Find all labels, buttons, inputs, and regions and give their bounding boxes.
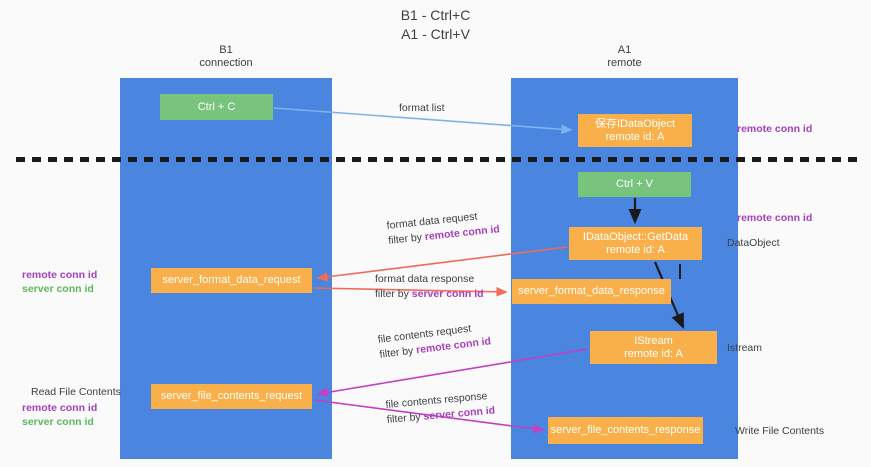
node-ctrl-c[interactable]: Ctrl + C [160, 94, 273, 120]
node-server-file-contents-response-label: server_file_contents_response [550, 424, 701, 436]
node-ctrl-c-label: Ctrl + C [197, 100, 236, 113]
title-line-2: A1 - Ctrl+V [401, 26, 470, 42]
annotation-left-conn-ids-2: remote conn id server conn id [22, 401, 97, 429]
edge-label-format-data-response: format data response filter by server co… [375, 272, 484, 302]
node-server-file-contents-request-label: server_file_contents_request [160, 390, 303, 402]
lane-header-a1-role: remote [607, 57, 642, 69]
annotation-left-remote-conn-id: remote conn id [22, 269, 98, 281]
annotation-left-read-file-contents: Read File Contents [31, 386, 121, 398]
lane-header-a1: A1 remote [521, 44, 728, 70]
edge-label-format-data-response-text: format data response [375, 273, 475, 285]
node-idataobject-getdata[interactable]: IDataObject::GetData remote id: A [569, 227, 702, 260]
edge-label-format-data-request: format data request filter by remote con… [386, 207, 501, 249]
node-istream[interactable]: IStream remote id: A [590, 331, 717, 364]
lane-header-b1: B1 connection [130, 44, 322, 70]
node-server-format-data-response-label: server_format_data_response [518, 285, 665, 297]
edge-label-format-list: format list [399, 101, 445, 116]
node-getdata-label: IDataObject::GetData [582, 230, 689, 243]
node-istream-sublabel: remote id: A [624, 347, 683, 360]
node-server-format-data-response[interactable]: server_format_data_response [512, 279, 671, 304]
annotation-right-remote-conn-id-top: remote conn id [737, 123, 813, 135]
node-server-format-data-request[interactable]: server_format_data_request [151, 268, 312, 293]
annotation-right-istream: Istream [727, 342, 763, 354]
filter-prefix: filter by [378, 344, 417, 361]
node-istream-label: IStream [634, 334, 673, 347]
annotation-left-remote-conn-id-2: remote conn id [22, 402, 98, 414]
edge-label-format-list-text: format list [399, 102, 445, 114]
phase-divider [16, 157, 859, 162]
title-line-1: B1 - Ctrl+C [400, 7, 471, 23]
filter-prefix: filter by [386, 410, 425, 426]
annotation-right-remote-conn-id-mid: remote conn id [737, 212, 813, 224]
annotation-left-conn-ids: remote conn id server conn id [22, 268, 97, 296]
lane-header-b1-name: B1 [219, 44, 233, 56]
node-ctrl-v[interactable]: Ctrl + V [578, 172, 691, 197]
node-server-format-data-request-label: server_format_data_request [162, 274, 301, 286]
node-ctrl-v-label: Ctrl + V [616, 178, 653, 190]
edge-label-format-data-response-filter: filter by server conn id [375, 287, 484, 302]
node-getdata-sublabel: remote id: A [606, 243, 665, 256]
edge-label-file-contents-response: file contents response filter by server … [385, 389, 496, 428]
node-idataobject[interactable]: 保存IDataObject remote id: A [578, 114, 692, 147]
lane-header-b1-role: connection [199, 57, 253, 69]
annotation-right-dataobject: DataObject [727, 237, 780, 249]
filter-prefix: filter by [387, 231, 426, 247]
annotation-left-server-conn-id: server conn id [22, 283, 94, 295]
filter-prefix: filter by [375, 288, 412, 300]
node-server-file-contents-response[interactable]: server_file_contents_response [548, 417, 703, 444]
diagram-title: B1 - Ctrl+C A1 - Ctrl+V [0, 6, 871, 44]
node-idataobject-sublabel: remote id: A [605, 130, 665, 143]
node-idataobject-label: 保存IDataObject [594, 117, 676, 130]
edge-label-file-contents-request: file contents request filter by remote c… [377, 319, 492, 362]
filter-id: server conn id [411, 288, 484, 300]
annotation-right-write-file-contents: Write File Contents [735, 425, 825, 437]
annotation-left-server-conn-id-2: server conn id [22, 416, 94, 428]
lane-header-a1-name: A1 [617, 44, 632, 56]
node-server-file-contents-request[interactable]: server_file_contents_request [151, 384, 312, 409]
